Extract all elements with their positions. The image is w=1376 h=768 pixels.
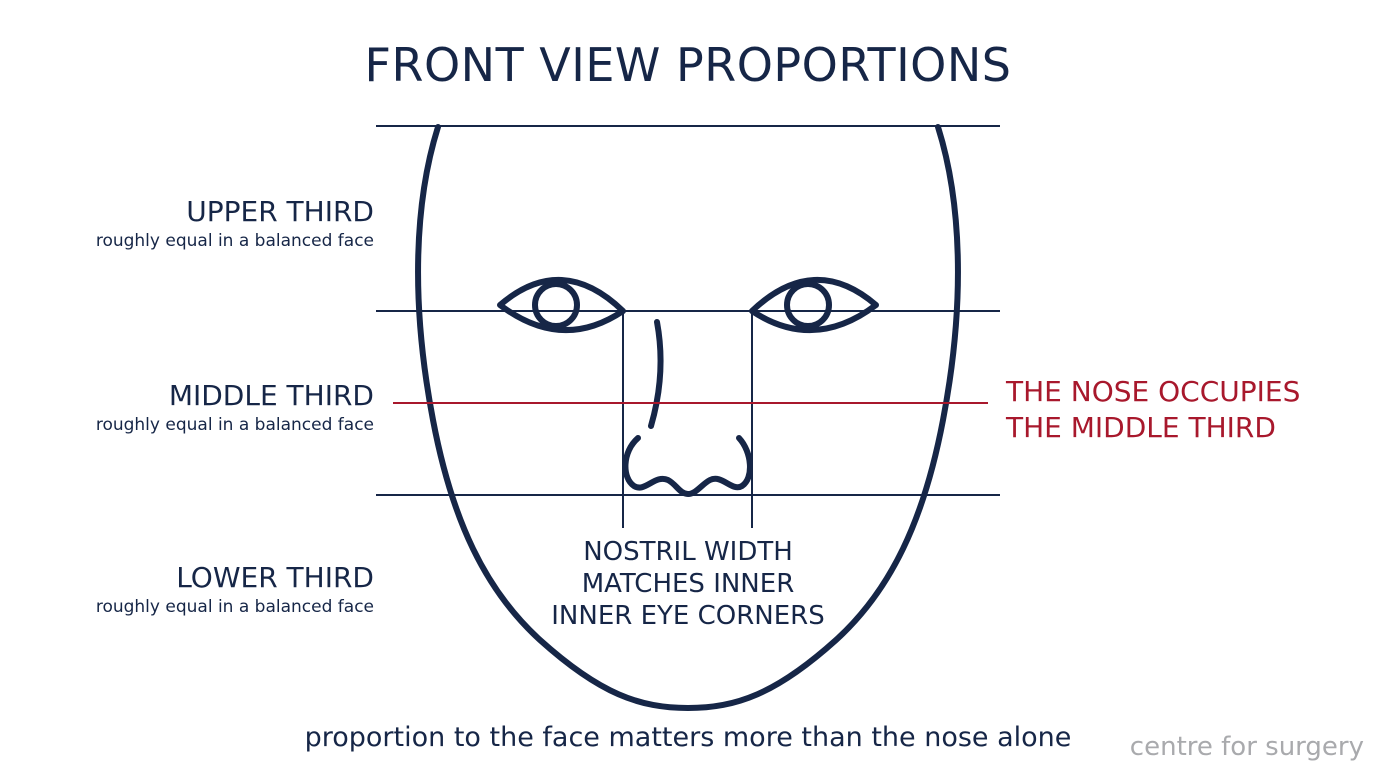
- page-title: FRONT VIEW PROPORTIONS: [364, 38, 1012, 92]
- callout-line-1: THE NOSE OCCUPIES: [1006, 375, 1301, 408]
- nose-base: [622, 435, 753, 497]
- upper-third-heading: UPPER THIRD: [186, 195, 374, 228]
- nostril-width-note: NOSTRIL WIDTH MATCHES INNER INNER EYE CO…: [520, 536, 856, 632]
- nose-bridge: [648, 319, 664, 429]
- middle-third-label: MIDDLE THIRD roughly equal in a balanced…: [96, 380, 374, 436]
- bottom-caption: proportion to the face matters more than…: [304, 722, 1072, 753]
- lower-third-heading: LOWER THIRD: [176, 561, 374, 594]
- lower-third-note: roughly equal in a balanced face: [95, 597, 374, 617]
- upper-third-note: roughly equal in a balanced face: [95, 231, 374, 251]
- nostril-note-line-2: MATCHES INNER: [581, 569, 795, 599]
- nose-middle-third-callout: THE NOSE OCCUPIES THE MIDDLE THIRD: [1006, 374, 1300, 446]
- right-eye: [749, 276, 879, 333]
- nostril-note-line-3: INNER EYE CORNERS: [551, 601, 825, 631]
- left-iris: [532, 281, 580, 329]
- right-iris: [784, 281, 832, 329]
- upper-third-label: UPPER THIRD roughly equal in a balanced …: [96, 196, 374, 252]
- left-eye: [497, 276, 626, 333]
- middle-third-heading: MIDDLE THIRD: [168, 379, 374, 412]
- middle-third-note: roughly equal in a balanced face: [95, 415, 374, 435]
- lower-third-label: LOWER THIRD roughly equal in a balanced …: [96, 562, 374, 618]
- callout-line-2: THE MIDDLE THIRD: [1006, 411, 1276, 444]
- nostril-note-line-1: NOSTRIL WIDTH: [583, 537, 793, 567]
- face-outline: [415, 124, 961, 712]
- watermark: centre for surgery: [1129, 732, 1364, 762]
